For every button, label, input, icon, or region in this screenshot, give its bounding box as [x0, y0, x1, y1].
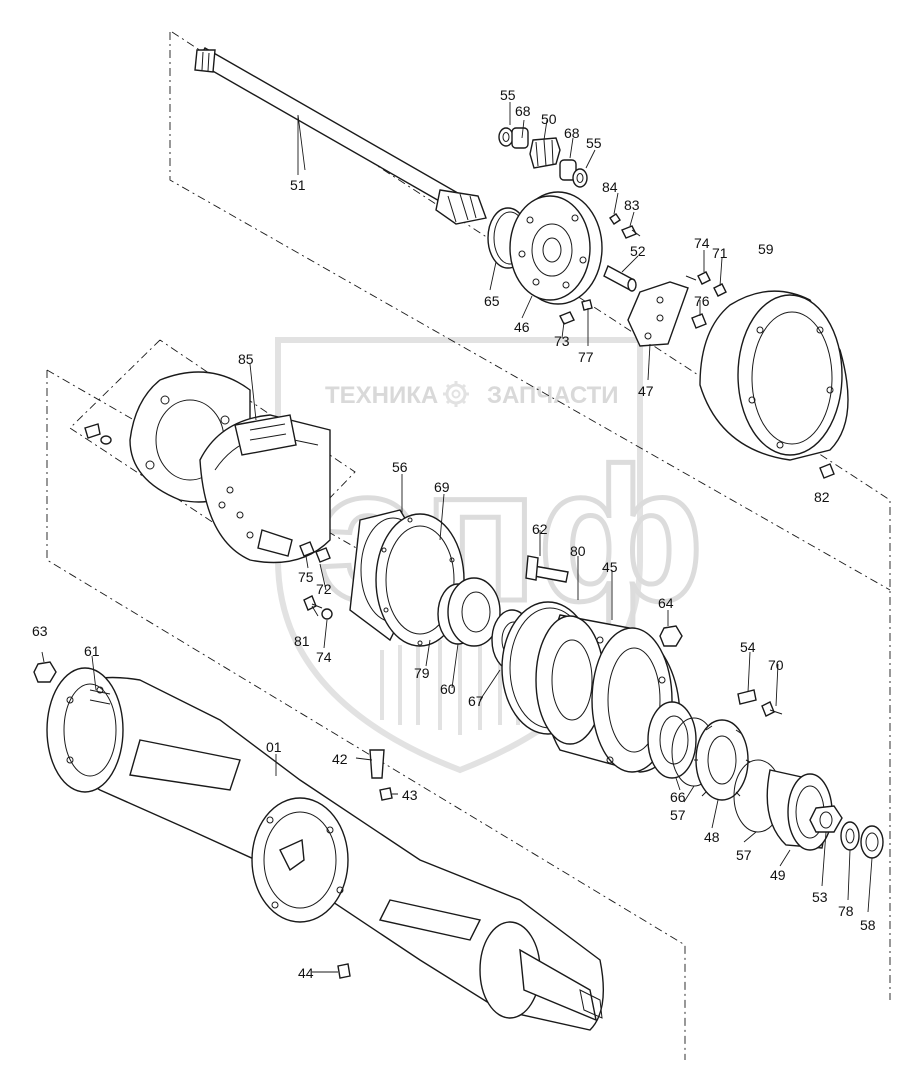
housing-nut [33, 661, 57, 683]
callout-52: 52 [630, 243, 646, 259]
callout-47: 47 [638, 383, 654, 399]
callout-73: 73 [554, 333, 570, 349]
callout-54: 54 [740, 639, 756, 655]
callout-labels: 51 55 68 50 68 55 84 83 52 74 71 59 65 4… [32, 87, 876, 981]
callout-50: 50 [541, 111, 557, 127]
breather-plug [369, 749, 385, 779]
callout-71: 71 [712, 245, 728, 261]
callout-65: 65 [484, 293, 500, 309]
callout-83: 83 [624, 197, 640, 213]
callout-85: 85 [238, 351, 254, 367]
callout-68-left: 68 [515, 103, 531, 119]
callout-79: 79 [414, 665, 430, 681]
callout-66: 66 [670, 789, 686, 805]
callout-45: 45 [602, 559, 618, 575]
axle-housing [46, 667, 605, 1031]
callout-58: 58 [860, 917, 876, 933]
callout-49: 49 [770, 867, 786, 883]
callout-74-top: 74 [694, 235, 710, 251]
callout-82: 82 [814, 489, 830, 505]
callout-67: 67 [468, 693, 484, 709]
backing-bolts [299, 541, 333, 620]
callout-59: 59 [758, 241, 774, 257]
gear-icon [443, 381, 469, 407]
callout-51: 51 [290, 177, 306, 193]
callout-68-right: 68 [564, 125, 580, 141]
callout-76: 76 [694, 293, 710, 309]
oil-seal [860, 825, 884, 859]
callout-70: 70 [768, 657, 784, 673]
brake-drum [699, 290, 849, 479]
callout-01: 01 [266, 739, 282, 755]
axle-nut [809, 805, 843, 833]
ring-gear-hub [694, 719, 751, 801]
drum-bolts [685, 271, 727, 329]
callout-84: 84 [602, 179, 618, 195]
callout-57-right: 57 [736, 847, 752, 863]
lock-washer [840, 821, 860, 851]
hub-ring [647, 701, 697, 779]
lock-plate [737, 689, 757, 705]
callout-55-left: 55 [500, 87, 516, 103]
callout-75: 75 [298, 569, 314, 585]
callout-42: 42 [332, 751, 348, 767]
callout-63: 63 [32, 623, 48, 639]
callout-43: 43 [402, 787, 418, 803]
planet-carrier [509, 191, 603, 305]
callout-48: 48 [704, 829, 720, 845]
gear-stack-parts [498, 127, 588, 188]
callout-55-right: 55 [586, 135, 602, 151]
leader-lines [41, 102, 873, 973]
callout-74-lower: 74 [316, 649, 332, 665]
callout-77: 77 [578, 349, 594, 365]
axle-shaft [194, 47, 487, 225]
callout-64: 64 [658, 595, 674, 611]
callout-46: 46 [514, 319, 530, 335]
callout-44: 44 [298, 965, 314, 981]
small-fasteners-top [559, 213, 641, 325]
wheel-nut [659, 625, 683, 647]
cover-plate [627, 281, 689, 347]
callout-62: 62 [532, 521, 548, 537]
callout-57-left: 57 [670, 807, 686, 823]
watermark-left-word: ТЕХНИКА [325, 382, 438, 409]
inner-bearing [437, 577, 501, 647]
watermark-right-word: ЗАПЧАСТИ [487, 382, 619, 409]
callout-60: 60 [440, 681, 456, 697]
brake-shoes [199, 414, 331, 564]
callout-81: 81 [294, 633, 310, 649]
callout-53: 53 [812, 889, 828, 905]
callout-72: 72 [316, 581, 332, 597]
callout-61: 61 [84, 643, 100, 659]
callout-69: 69 [434, 479, 450, 495]
callout-80: 80 [570, 543, 586, 559]
drain-plug [337, 963, 351, 979]
callout-56: 56 [392, 459, 408, 475]
callout-78: 78 [838, 903, 854, 919]
